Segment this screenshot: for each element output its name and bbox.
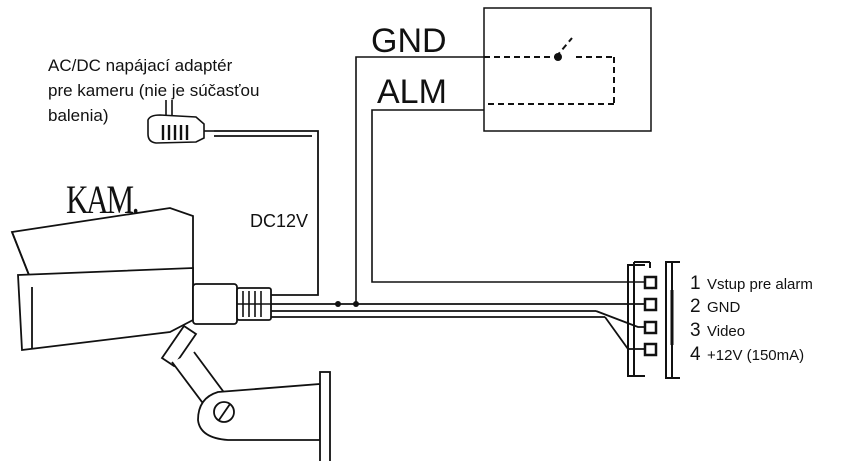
pin-3-text: Video xyxy=(707,323,745,340)
alarm-relay-box xyxy=(483,7,652,132)
camera-cable xyxy=(264,303,645,350)
pin-4-number: 4 xyxy=(690,344,701,365)
pin-2-icon xyxy=(643,297,658,312)
power-adapter-icon xyxy=(147,100,214,144)
adapter-caption-line-1: AC/DC napájací adaptér xyxy=(48,56,233,75)
connector-block xyxy=(627,261,680,379)
pin-3-icon xyxy=(643,320,658,335)
relay-wires xyxy=(355,56,645,304)
dc12v-label: DC12V xyxy=(250,211,308,231)
pin-4-text: +12V (150mA) xyxy=(707,347,804,364)
pin-3-number: 3 xyxy=(690,320,701,341)
alm-label: ALM xyxy=(377,73,447,111)
pin-1-number: 1 xyxy=(690,273,701,294)
alm-wire xyxy=(371,109,645,283)
pin-1-text: Vstup pre alarm xyxy=(707,276,813,293)
camera-icon xyxy=(10,207,272,352)
adapter-caption-line-2: pre kameru (nie je súčasťou xyxy=(48,81,259,100)
adapter-caption-line-3: balenia) xyxy=(48,106,109,125)
relay-contact-dot xyxy=(554,53,562,61)
pin-2-number: 2 xyxy=(690,296,701,317)
pin-1-icon xyxy=(643,275,658,290)
gnd-label: GND xyxy=(371,22,447,60)
adapter-cable xyxy=(214,130,319,296)
pin-labels: 1 Vstup pre alarm 2 GND 3 Video 4 +12V (… xyxy=(690,273,813,365)
junction-dots xyxy=(335,301,359,307)
adapter-caption: AC/DC napájací adaptér pre kameru (nie j… xyxy=(48,56,259,125)
connector-pins xyxy=(643,275,658,357)
gnd-wire xyxy=(355,56,484,304)
camera-bracket-icon xyxy=(160,324,331,461)
pin-4-icon xyxy=(643,342,658,357)
pin-2-text: GND xyxy=(707,299,741,316)
